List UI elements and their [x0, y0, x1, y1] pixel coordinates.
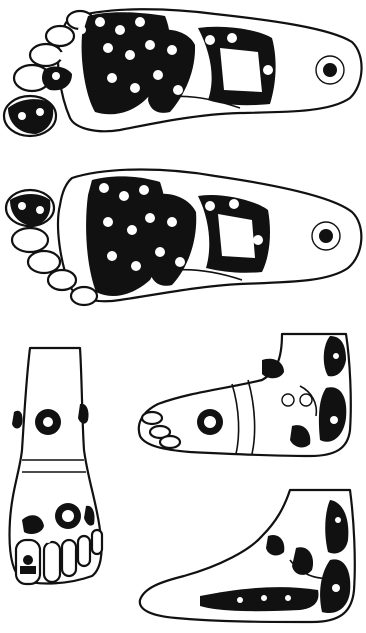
toe-4 [46, 26, 74, 46]
toe-2b [12, 228, 48, 252]
sole-top-kidney-window [220, 48, 262, 92]
toe-3 [30, 44, 62, 66]
sole-view-second [6, 170, 361, 306]
dorsum-view [10, 348, 103, 584]
sole-second-window [218, 214, 255, 258]
lateral-view [139, 334, 351, 456]
medial-view [140, 490, 355, 622]
sole-view-top [4, 9, 362, 136]
